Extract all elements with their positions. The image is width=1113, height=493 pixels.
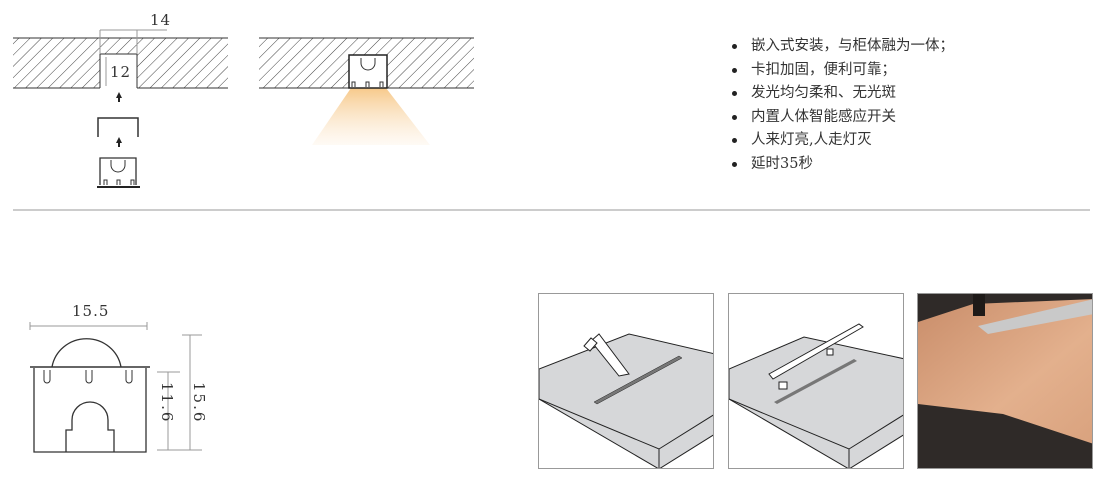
feature-item: 延时35秒 [726, 153, 954, 177]
feature-list: 嵌入式安装，与柜体融为一体； 卡扣加固，便利可靠； 发光均匀柔和、无光斑 内置人… [726, 35, 954, 176]
step-cut-groove-illustration [538, 293, 714, 469]
bullet-icon [732, 44, 737, 50]
bullet-icon [732, 114, 737, 120]
installed-diagram [259, 37, 474, 145]
feature-item: 内置人体智能感应开关 [726, 106, 954, 130]
feature-item: 人来灯亮,人走灯灭 [726, 129, 954, 153]
wall-cutout-diagram [13, 29, 228, 188]
bullet-icon [732, 67, 737, 73]
depth-dimension-label: 12 [110, 63, 132, 81]
feature-text: 卡扣加固，便利可靠； [751, 61, 896, 78]
profile-dimension-diagram [29, 322, 202, 453]
bullet-icon [732, 91, 737, 97]
led-module-icon [97, 157, 140, 188]
profile-width-label: 15.5 [72, 302, 110, 320]
feature-item: 发光均匀柔和、无光斑 [726, 82, 954, 106]
width-dimension-label: 14 [150, 11, 172, 29]
feature-item: 嵌入式安装，与柜体融为一体； [726, 35, 954, 59]
feature-text: 发光均匀柔和、无光斑 [751, 85, 896, 101]
feature-item: 卡扣加固，便利可靠； [726, 59, 954, 83]
saw-icon [583, 333, 630, 377]
feature-text: 嵌入式安装，与柜体融为一体； [751, 38, 954, 54]
step-insert-profile-illustration [728, 293, 904, 469]
bullet-icon [732, 138, 737, 144]
bullet-icon [732, 161, 737, 167]
feature-text: 延时35秒 [751, 155, 813, 172]
feature-text: 内置人体智能感应开关 [751, 108, 896, 125]
feature-text: 人来灯亮,人走灯灭 [751, 132, 872, 148]
installed-cabinet-photo [917, 293, 1093, 469]
body-height-label: 11.6 [158, 382, 176, 424]
total-height-label: 15.6 [190, 382, 208, 424]
